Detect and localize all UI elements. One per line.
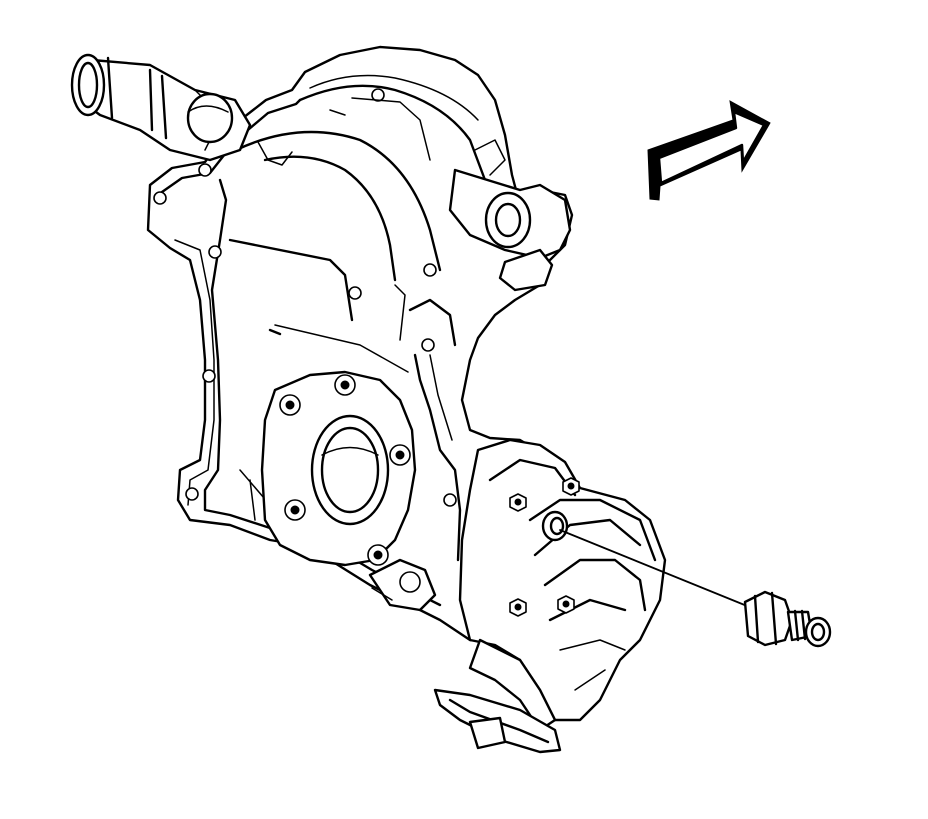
front-arrow-icon (647, 100, 771, 201)
oil-pickup-tube (433, 638, 562, 754)
bolt-icon (284, 499, 306, 521)
coolant-outlet (70, 53, 252, 162)
bolt-icon (279, 394, 301, 416)
bolt-icon (509, 598, 527, 617)
bolt-icon (557, 595, 575, 614)
oil-pressure-sensor (743, 590, 832, 648)
oil-pump-plate (260, 370, 417, 567)
bolt-icon (367, 544, 389, 566)
bolt-icon (334, 374, 356, 396)
bolt-icon (509, 493, 527, 512)
bolt-icon (389, 444, 411, 466)
sensor-boss (448, 139, 572, 292)
oil-pump-body (458, 438, 667, 722)
bolt-icon (562, 477, 580, 496)
lower-mount (368, 558, 437, 612)
leader-line (559, 529, 753, 609)
